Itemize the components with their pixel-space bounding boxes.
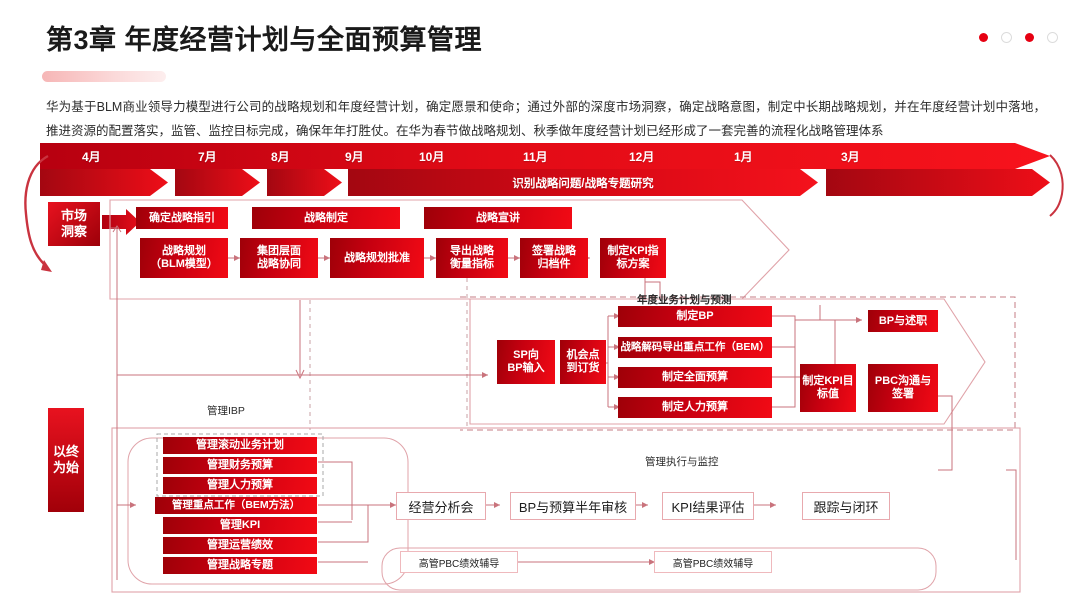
label-begin-with-end-text: 以终为始 xyxy=(52,444,79,475)
caption-manage-ibp: 管理IBP xyxy=(207,405,245,417)
bp-track-strategy-decoding[interactable]: 战略解码导出重点工作（BEM） xyxy=(618,337,772,358)
timeline-month-6: 12月 xyxy=(629,150,655,164)
phase-box-strategy-formulation[interactable]: 战略制定 xyxy=(252,207,400,229)
timeline-month-7: 1月 xyxy=(734,150,753,164)
step-box-strategy-planning-text: 战略规划（BLM模型） xyxy=(150,245,218,270)
ibp-item-4[interactable]: 管理KPI xyxy=(163,517,317,534)
bp-input-box-opportunity[interactable]: 机会点到订货 xyxy=(560,340,606,384)
progress-dot-2[interactable] xyxy=(1001,32,1012,43)
phase-box-strategy-communication[interactable]: 战略宣讲 xyxy=(424,207,572,229)
step-box-kpi-scheme-text: 制定KPI指标方案 xyxy=(607,245,659,270)
label-market-insight-text: 市场洞察 xyxy=(60,208,87,239)
intro-text: 华为基于BLM商业领导力模型进行公司的战略规划和年度经营计划，确定愿景和使命；通… xyxy=(46,100,1046,138)
step-box-sign-archive-text: 签署战略归档件 xyxy=(532,245,576,270)
coaching-box-0[interactable]: 高管PBC绩效辅导 xyxy=(400,551,518,573)
page-title: 第3章 年度经营计划与全面预算管理 xyxy=(46,25,483,55)
ibp-item-2[interactable]: 管理人力预算 xyxy=(163,477,317,494)
caption-annual-business-plan: 年度业务计划与预测 xyxy=(637,294,732,306)
bp-output-report[interactable]: BP与述职 xyxy=(868,310,938,332)
bp-output-pbc-sign-text: PBC沟通与签署 xyxy=(874,375,932,400)
label-begin-with-end: 以终为始 xyxy=(48,408,84,512)
ibp-item-1[interactable]: 管理财务预算 xyxy=(163,457,317,474)
chevron-segment-3 xyxy=(267,169,342,196)
step-box-export-metrics[interactable]: 导出战略衡量指标 xyxy=(436,238,508,278)
timeline-month-1: 7月 xyxy=(198,150,217,164)
chevron-research-label: 识别战略问题/战略专题研究 xyxy=(512,178,654,190)
timeline-month-8: 3月 xyxy=(841,150,860,164)
step-box-strategy-planning[interactable]: 战略规划（BLM模型） xyxy=(140,238,228,278)
bp-track-make-bp[interactable]: 制定BP xyxy=(618,306,772,327)
coaching-box-1[interactable]: 高管PBC绩效辅导 xyxy=(654,551,772,573)
timeline-month-2: 8月 xyxy=(271,150,290,164)
intro-paragraph: 华为基于BLM商业领导力模型进行公司的战略规划和年度经营计划，确定愿景和使命；通… xyxy=(46,95,1046,143)
phase-box-strategy-guideline[interactable]: 确定战略指引 xyxy=(136,207,228,229)
step-box-plan-approval-text: 战略规划批准 xyxy=(344,251,410,264)
step-box-group-alignment-text: 集团层面战略协同 xyxy=(257,245,301,270)
exec-chain-0[interactable]: 经营分析会 xyxy=(396,492,486,520)
step-box-export-metrics-text: 导出战略衡量指标 xyxy=(450,245,494,270)
ibp-item-0[interactable]: 管理滚动业务计划 xyxy=(163,437,317,454)
step-box-kpi-scheme[interactable]: 制定KPI指标方案 xyxy=(600,238,666,278)
ibp-item-5[interactable]: 管理运营绩效 xyxy=(163,537,317,554)
step-box-plan-approval[interactable]: 战略规划批准 xyxy=(330,238,424,278)
ibp-item-3[interactable]: 管理重点工作（BEM方法） xyxy=(155,497,317,514)
bp-output-kpi-target[interactable]: 制定KPI目标值 xyxy=(800,364,856,412)
label-market-insight: 市场洞察 xyxy=(48,202,100,246)
bp-output-kpi-target-text: 制定KPI目标值 xyxy=(802,375,854,400)
title-underline xyxy=(42,71,166,82)
exec-chain-1[interactable]: BP与预算半年审核 xyxy=(510,492,636,520)
timeline-month-0: 4月 xyxy=(82,150,101,164)
chevron-segment-2 xyxy=(175,169,260,196)
timeline-month-4: 10月 xyxy=(419,150,445,164)
chevron-phase-row: 识别战略问题/战略专题研究 xyxy=(40,169,1050,196)
ibp-item-6[interactable]: 管理战略专题 xyxy=(163,557,317,574)
timeline-arrow-shape xyxy=(40,143,1050,169)
chevron-segment-research: 识别战略问题/战略专题研究 xyxy=(348,169,818,196)
chevron-segment-1 xyxy=(40,169,168,196)
progress-dot-3[interactable] xyxy=(1025,33,1034,42)
exec-chain-3[interactable]: 跟踪与闭环 xyxy=(802,492,890,520)
bp-input-box-opportunity-text: 机会点到订货 xyxy=(566,349,600,374)
bp-track-full-budget[interactable]: 制定全面预算 xyxy=(618,367,772,388)
progress-dot-4[interactable] xyxy=(1047,32,1058,43)
chevron-segment-5 xyxy=(826,169,1050,196)
step-box-group-alignment[interactable]: 集团层面战略协同 xyxy=(240,238,318,278)
bp-output-pbc-sign[interactable]: PBC沟通与签署 xyxy=(868,364,938,412)
slide-progress-dots xyxy=(979,32,1058,43)
timeline-month-5: 11月 xyxy=(523,150,548,164)
timeline-arrow-bar: 4月 7月 8月 9月 10月 11月 12月 1月 3月 xyxy=(40,143,1050,169)
caption-manage-execution: 管理执行与监控 xyxy=(645,456,719,468)
progress-dot-1[interactable] xyxy=(979,33,988,42)
timeline-month-3: 9月 xyxy=(345,150,364,164)
exec-chain-2[interactable]: KPI结果评估 xyxy=(662,492,754,520)
bp-track-hr-budget[interactable]: 制定人力预算 xyxy=(618,397,772,418)
step-box-sign-archive[interactable]: 签署战略归档件 xyxy=(520,238,588,278)
